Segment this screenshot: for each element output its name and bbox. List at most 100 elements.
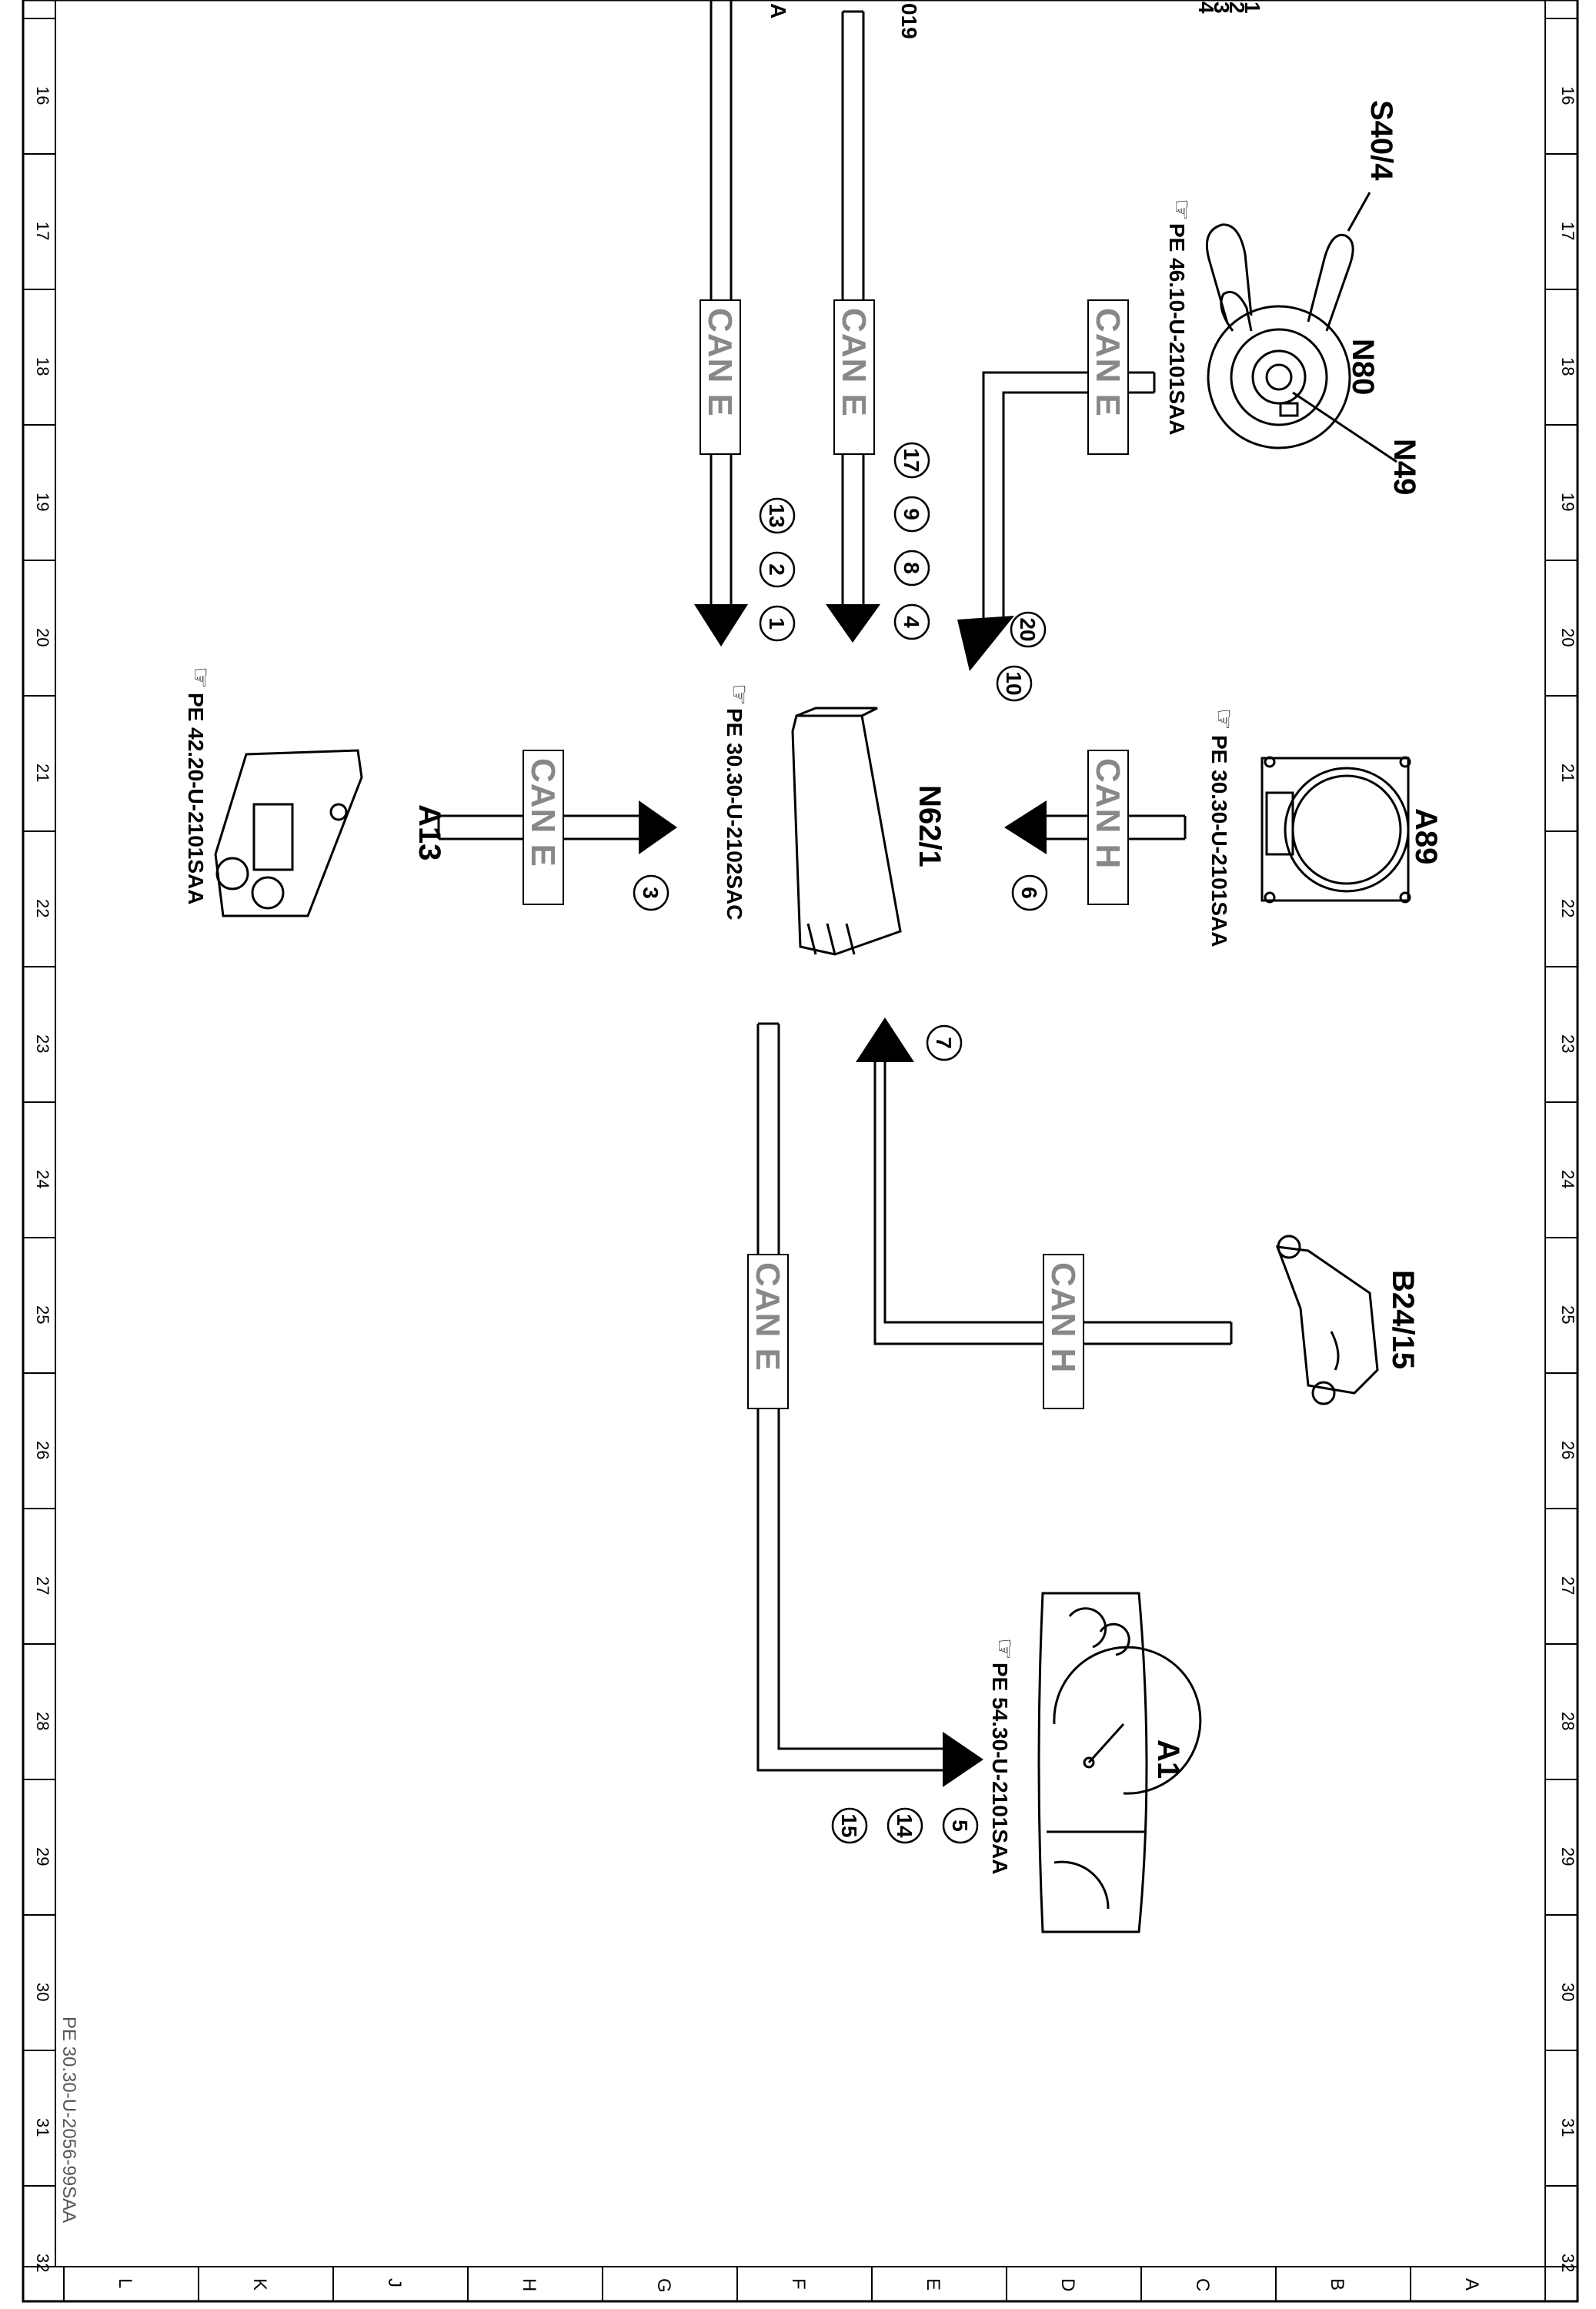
steering-module-hub <box>1265 363 1293 391</box>
grid-number: 32 <box>33 2254 52 2272</box>
grid-letter: L <box>115 2278 135 2288</box>
marker-circle <box>893 550 930 586</box>
grid-letter: F <box>788 2278 809 2290</box>
b24-mount <box>1311 1381 1336 1405</box>
grid-number: 32 <box>1558 2254 1578 2272</box>
bus-label-b24: CAN H <box>1043 1254 1084 1409</box>
marker-circle <box>759 551 796 588</box>
grid-numbers-left: 16 17 18 19 20 21 22 23 24 25 26 27 28 2… <box>33 86 52 2272</box>
fragment-top-right-1: 1 <box>1240 2 1264 14</box>
marker-circle <box>926 1024 963 1061</box>
grid-number: 26 <box>33 1441 52 1459</box>
bus-label-box <box>523 750 564 905</box>
grid-number: 29 <box>1558 1847 1578 1866</box>
arrow-a13 <box>639 800 677 854</box>
arrow-a89 <box>1004 800 1047 854</box>
grid-number: 28 <box>33 1712 52 1730</box>
a1-large-gauge <box>1053 1646 1202 1795</box>
marker-number: 2 <box>765 563 789 576</box>
fragment-top-right-4: 4 <box>1194 2 1218 14</box>
steering-module-inner <box>1251 349 1307 405</box>
grid-number: 25 <box>33 1305 52 1324</box>
label-a13: A13 <box>412 804 446 860</box>
grid-number: 27 <box>1558 1576 1578 1595</box>
n62-box <box>791 714 902 956</box>
grid-number: 23 <box>1558 1034 1578 1053</box>
marker-number: 5 <box>948 1819 972 1832</box>
label-a1: A1 <box>1151 1739 1185 1779</box>
grid-numbers-right: 16 17 18 19 20 21 22 23 24 25 26 27 28 2… <box>1558 86 1578 2272</box>
grid-number: 24 <box>33 1170 52 1188</box>
grid-number: 25 <box>1558 1305 1578 1324</box>
a13-knob <box>215 857 249 891</box>
bus-label-box <box>833 299 875 455</box>
a89-bolt <box>1264 756 1276 768</box>
grid-number: 20 <box>1558 628 1578 647</box>
label-n49: N49 <box>1387 439 1421 495</box>
component-a13 <box>214 749 363 917</box>
arrow-left-top <box>694 604 748 647</box>
b24-lens <box>1330 1331 1340 1371</box>
component-n62-1 <box>791 707 902 956</box>
component-a89 <box>1260 756 1411 904</box>
stalk-lever-1 <box>1205 223 1253 324</box>
hand-icon-a1: ☞ <box>991 1638 1019 1660</box>
marker-circle <box>886 1807 923 1844</box>
grid-letter: H <box>519 2278 539 2291</box>
bus-label-text: CAN H <box>1089 758 1127 869</box>
grid-number: 21 <box>33 764 52 782</box>
grid-number: 17 <box>1558 222 1578 240</box>
marker-circle <box>996 665 1033 702</box>
stalk-lever-3 <box>1220 290 1253 332</box>
grid-letter: G <box>653 2278 674 2293</box>
a13-screw <box>329 803 348 821</box>
grid-letter: J <box>384 2278 405 2287</box>
bus-label-left-top: CAN E <box>700 299 741 455</box>
bus-label-text: CAN H <box>1044 1262 1082 1373</box>
grid-number: 22 <box>33 899 52 917</box>
bus-label-box <box>1087 750 1129 905</box>
marker-circle <box>893 442 930 479</box>
bus-labels: CAN E CAN E CAN E CAN H CAN E CAN E CAN … <box>523 299 1129 1409</box>
marker-number: 9 <box>900 508 923 520</box>
marker-number: 7 <box>932 1037 956 1049</box>
grid-number: 31 <box>33 2118 52 2137</box>
a89-bolt <box>1399 891 1411 904</box>
n62-top-face <box>796 707 878 717</box>
bus-b24 <box>873 1058 1233 1345</box>
bus-label-text: CAN E <box>701 308 739 417</box>
ref-s40-4: PE 46.10-U-2101SAA <box>1165 223 1189 435</box>
marker-number: 10 <box>1002 671 1026 695</box>
bus-label-text: CAN E <box>524 758 562 867</box>
grid-number: 27 <box>33 1576 52 1595</box>
label-n80: N80 <box>1346 339 1380 395</box>
ref-a89: PE 30.30-U-2101SAA <box>1207 735 1231 947</box>
grid-number: 18 <box>1558 357 1578 376</box>
a1-needle-hub <box>1083 1756 1095 1769</box>
marker-number: 14 <box>893 1813 917 1838</box>
marker-circle <box>893 603 930 640</box>
label-s40-4: S40/4 <box>1364 100 1398 181</box>
a13-knob <box>251 876 285 910</box>
grid-number: 26 <box>1558 1441 1578 1459</box>
hand-icon-s40: ☞ <box>1168 199 1196 221</box>
grid-letter: C <box>1192 2278 1213 2291</box>
hand-icon-a13: ☞ <box>187 667 215 689</box>
grid-number: 19 <box>1558 493 1578 511</box>
component-a1 <box>1037 1592 1202 1933</box>
hand-icon-n62: ☞ <box>726 683 753 706</box>
grid-number: 17 <box>33 222 52 240</box>
marker-circle <box>1011 874 1048 911</box>
grid-letter: B <box>1327 2278 1347 2291</box>
bus-label-box <box>1087 299 1129 455</box>
markers <box>633 442 1048 1844</box>
stalk-lever-2 <box>1307 233 1354 332</box>
grid-number: 16 <box>33 86 52 105</box>
marker-circle <box>633 874 669 911</box>
footer-code: PE 30.30-U-2056-99SAA <box>58 2017 79 2223</box>
marker-circle <box>942 1807 979 1844</box>
a89-bolt <box>1399 756 1411 768</box>
bus-label-box <box>1043 1254 1084 1409</box>
arrow-s40 <box>957 616 1014 671</box>
a1-housing <box>1037 1592 1148 1933</box>
